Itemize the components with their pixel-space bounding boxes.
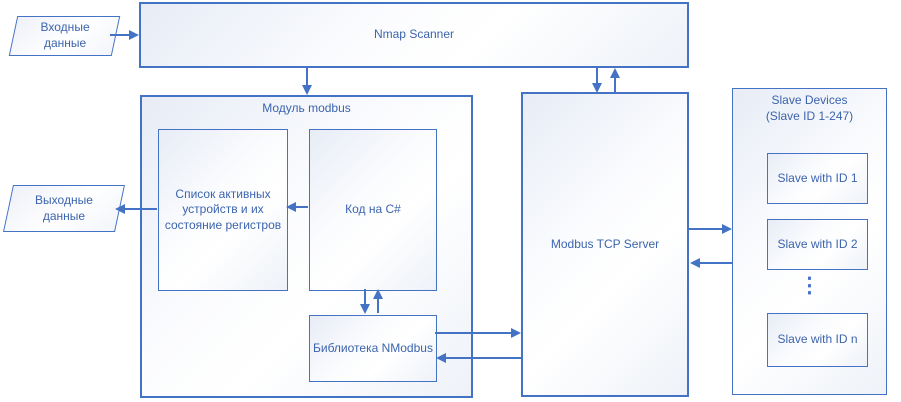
output-data-parallelogram: Выходные данные: [3, 185, 125, 232]
arrow-list-to-output-line: [124, 208, 157, 210]
arrow-nmap-to-module-head: [302, 85, 312, 95]
arrow-nmap-to-server-line: [596, 68, 598, 84]
vertical-ellipsis-icon: ⋮: [799, 274, 820, 297]
slave-devices-container: Slave Devices (Slave ID 1-247) Slave wit…: [732, 88, 887, 395]
input-data-label: Входные данные: [39, 20, 90, 50]
nmap-scanner-label: Nmap Scanner: [373, 27, 455, 42]
arrow-code-to-list-head: [286, 202, 296, 212]
arrow-server-to-slaves-head: [722, 224, 732, 234]
slave-id-n-box: Slave with ID n: [767, 313, 868, 367]
slave-id-2-label: Slave with ID 2: [777, 236, 858, 251]
arrow-server-to-nmodbus-head: [436, 353, 446, 363]
nmodbus-library-box: Библиотека NModbus: [309, 315, 437, 382]
csharp-code-box: Код на C#: [309, 129, 437, 291]
arrow-nmodbus-to-server-line: [435, 332, 512, 334]
slave-id-2-box: Slave with ID 2: [767, 219, 868, 270]
slave-id-n-label: Slave with ID n: [777, 332, 858, 347]
arrow-slaves-to-server-line: [699, 262, 732, 264]
arrow-code-to-nmodbus-head: [360, 304, 370, 314]
csharp-code-label: Код на C#: [345, 202, 401, 217]
arrow-slaves-to-server-head: [690, 258, 700, 268]
arrow-nmap-to-server-head: [592, 83, 602, 93]
arrow-input-to-nmap-line: [110, 34, 130, 36]
active-devices-list-box: Список активных устройств и их состояние…: [158, 129, 288, 291]
arrow-nmodbus-to-code-line: [377, 297, 379, 313]
active-devices-list-label: Список активных устройств и их состояние…: [164, 186, 282, 232]
output-data-label: Выходные данные: [35, 192, 93, 223]
slave-devices-title: Slave Devices (Slave ID 1-247): [733, 93, 886, 124]
arrow-code-to-list-line: [295, 206, 308, 208]
input-data-parallelogram: Входные данные: [8, 16, 121, 56]
nmodbus-library-label: Библиотека NModbus: [313, 340, 433, 355]
arrow-nmodbus-to-code-head: [373, 289, 383, 299]
modbus-tcp-server-label: Modbus TCP Server: [550, 236, 660, 251]
arrow-server-to-nmap-line: [614, 76, 616, 92]
nmap-scanner-box: Nmap Scanner: [139, 2, 689, 68]
arrow-server-to-slaves-line: [689, 228, 723, 230]
modbus-module-container: Модуль modbus Список активных устройств …: [140, 95, 473, 398]
arrow-input-to-nmap-head: [129, 30, 139, 40]
modbus-tcp-server-box: Modbus TCP Server: [521, 92, 689, 397]
arrow-server-to-nmap-head: [610, 68, 620, 78]
arrow-code-to-nmodbus-line: [364, 289, 366, 305]
slave-devices-title-line2: (Slave ID 1-247): [765, 108, 854, 123]
modbus-module-title: Модуль modbus: [262, 101, 351, 115]
arrow-server-to-nmodbus-line: [446, 357, 521, 359]
arrow-nmap-to-module-line: [306, 68, 308, 86]
slave-devices-title-line1: Slave Devices: [771, 93, 848, 107]
slave-id-1-box: Slave with ID 1: [767, 153, 868, 204]
arrow-list-to-output-head: [115, 204, 125, 214]
slave-id-1-label: Slave with ID 1: [777, 170, 858, 185]
arrow-nmodbus-to-server-head: [511, 328, 521, 338]
